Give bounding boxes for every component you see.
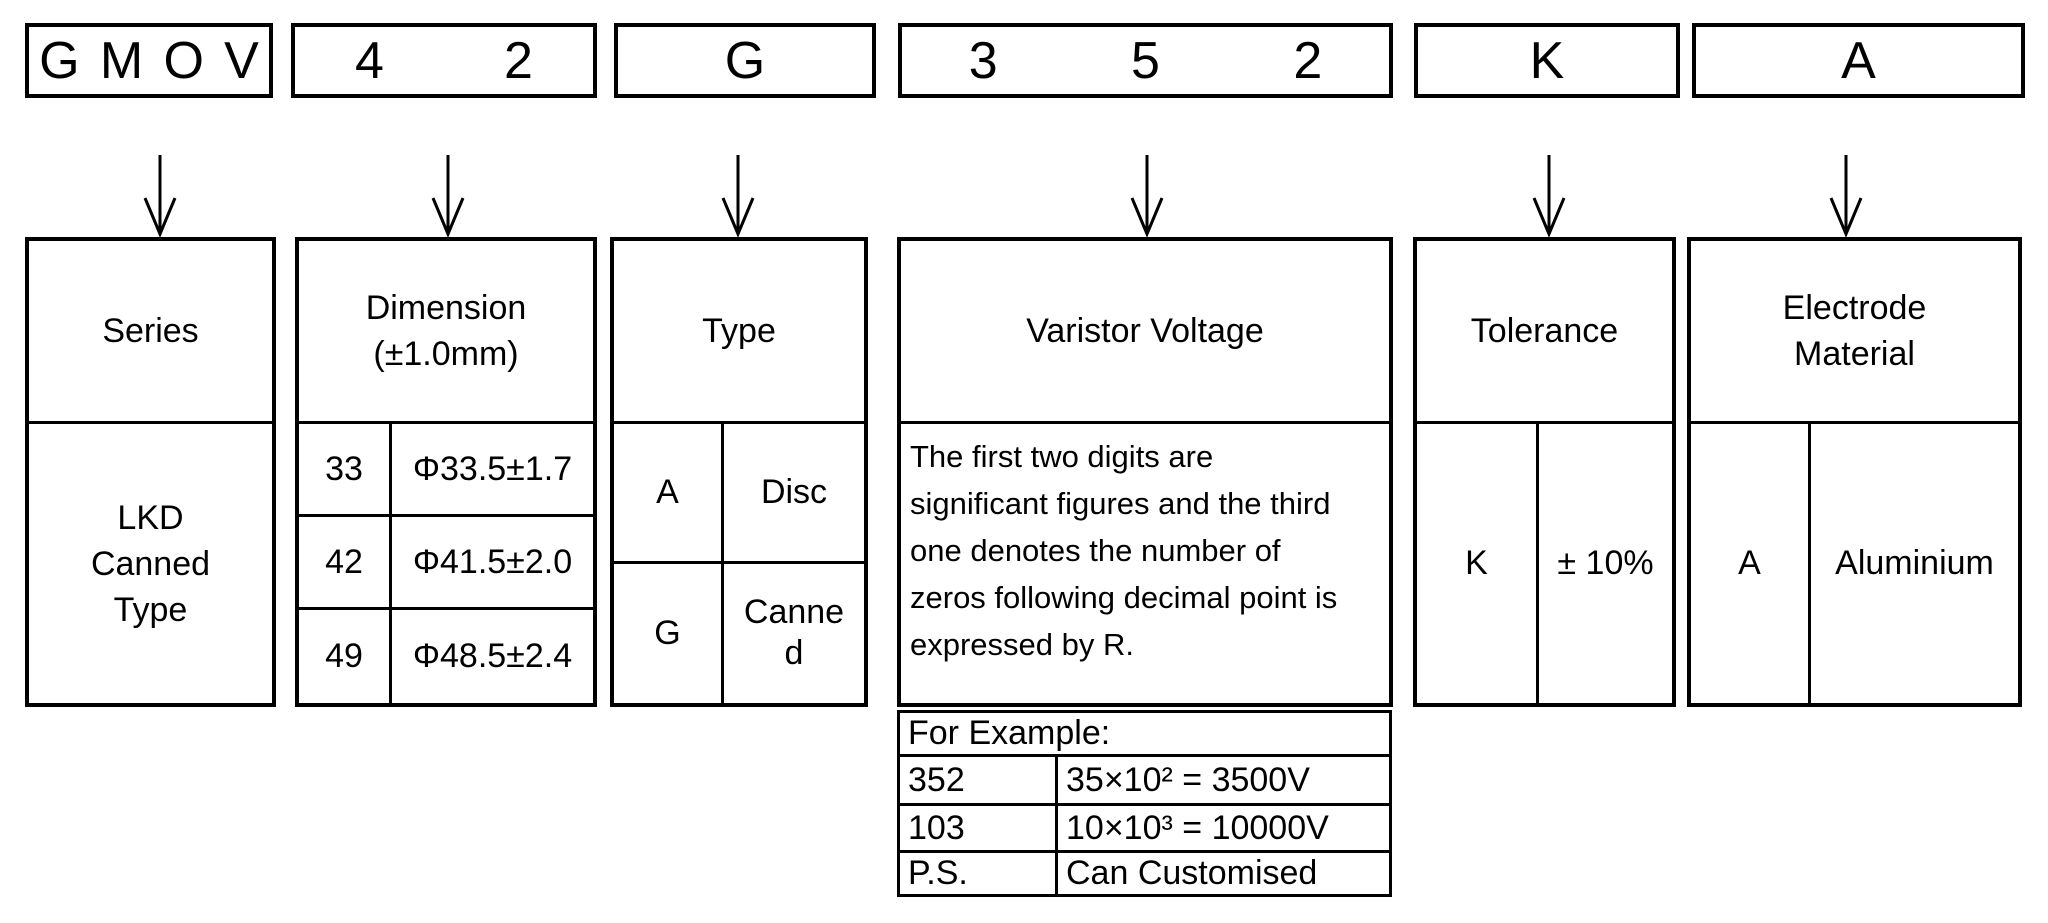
dimension-value: Φ48.5±2.4 [412, 637, 573, 675]
table-row: P.S. Can Customised [900, 853, 1389, 894]
arrow-down-icon [1829, 155, 1863, 237]
type-code: G [614, 563, 724, 703]
table-row: A Disc [614, 424, 864, 564]
code-segment-electrode: A [1692, 23, 2025, 98]
panel-dimension: Dimension (±1.0mm) 33 Φ33.5±1.7 42 Φ41.5… [295, 237, 597, 707]
panel-series: Series LKD Canned Type [25, 237, 276, 707]
example-code: 103 [900, 806, 1058, 850]
table-row: 42 Φ41.5±2.0 [299, 517, 593, 610]
arrow-down-icon [721, 155, 755, 237]
panel-dimension-title: Dimension (±1.0mm) [299, 241, 593, 424]
panel-series-title: Series [29, 241, 272, 424]
panel-tolerance-title: Tolerance [1417, 241, 1672, 424]
type-value: Disc [724, 424, 864, 561]
panel-tolerance: Tolerance K ± 10% [1413, 237, 1676, 707]
example-value: 35×10² = 3500V [1066, 760, 1310, 799]
dimension-code: 49 [299, 610, 392, 703]
panel-varistor-voltage: Varistor Voltage The first two digits ar… [897, 237, 1393, 707]
type-code: A [614, 424, 724, 561]
arrow-down-icon [1130, 155, 1164, 237]
panel-electrode-material-title: Electrode Material [1691, 241, 2018, 424]
series-value: LKD Canned Type [90, 498, 211, 629]
voltage-example-table: For Example: 352 35×10² = 3500V 103 10×1… [897, 710, 1392, 897]
dimension-value: Φ33.5±1.7 [412, 449, 573, 488]
table-row: 33 Φ33.5±1.7 [299, 424, 593, 517]
voltage-description: The first two digits are significant fig… [910, 439, 1338, 662]
type-value-text: Canned [743, 593, 845, 673]
type-value: Canned [724, 564, 864, 704]
dimension-code: 33 [299, 424, 392, 514]
electrode-value: Aluminium [1835, 544, 1994, 582]
electrode-code: A [1691, 424, 1811, 703]
panel-electrode-material: Electrode Material A Aluminium [1687, 237, 2022, 707]
tolerance-code: K [1417, 424, 1539, 703]
dimension-code: 42 [299, 517, 392, 607]
arrow-down-icon [1532, 155, 1566, 237]
table-row: 352 35×10² = 3500V [900, 757, 1389, 806]
arrow-down-icon [431, 155, 465, 237]
example-value: Can Customised [1066, 854, 1318, 892]
table-row: G Canned [614, 563, 864, 704]
tolerance-value: ± 10% [1557, 544, 1654, 582]
example-code: 352 [900, 757, 1058, 803]
example-value: 10×10³ = 10000V [1066, 808, 1329, 847]
code-segment-tolerance: K [1414, 23, 1680, 98]
dimension-value: Φ41.5±2.0 [412, 542, 573, 581]
panel-type-title: Type [614, 241, 864, 424]
type-value-text: Disc [760, 472, 828, 511]
table-row: 49 Φ48.5±2.4 [299, 610, 593, 703]
code-segment-type: G [614, 23, 876, 98]
example-table-header: For Example: [900, 713, 1389, 757]
panel-varistor-voltage-title: Varistor Voltage [901, 241, 1389, 424]
table-row: 103 10×10³ = 10000V [900, 806, 1389, 853]
arrow-down-icon [143, 155, 177, 237]
example-code: P.S. [900, 853, 1058, 894]
panel-type: Type A Disc G Canned [610, 237, 868, 707]
